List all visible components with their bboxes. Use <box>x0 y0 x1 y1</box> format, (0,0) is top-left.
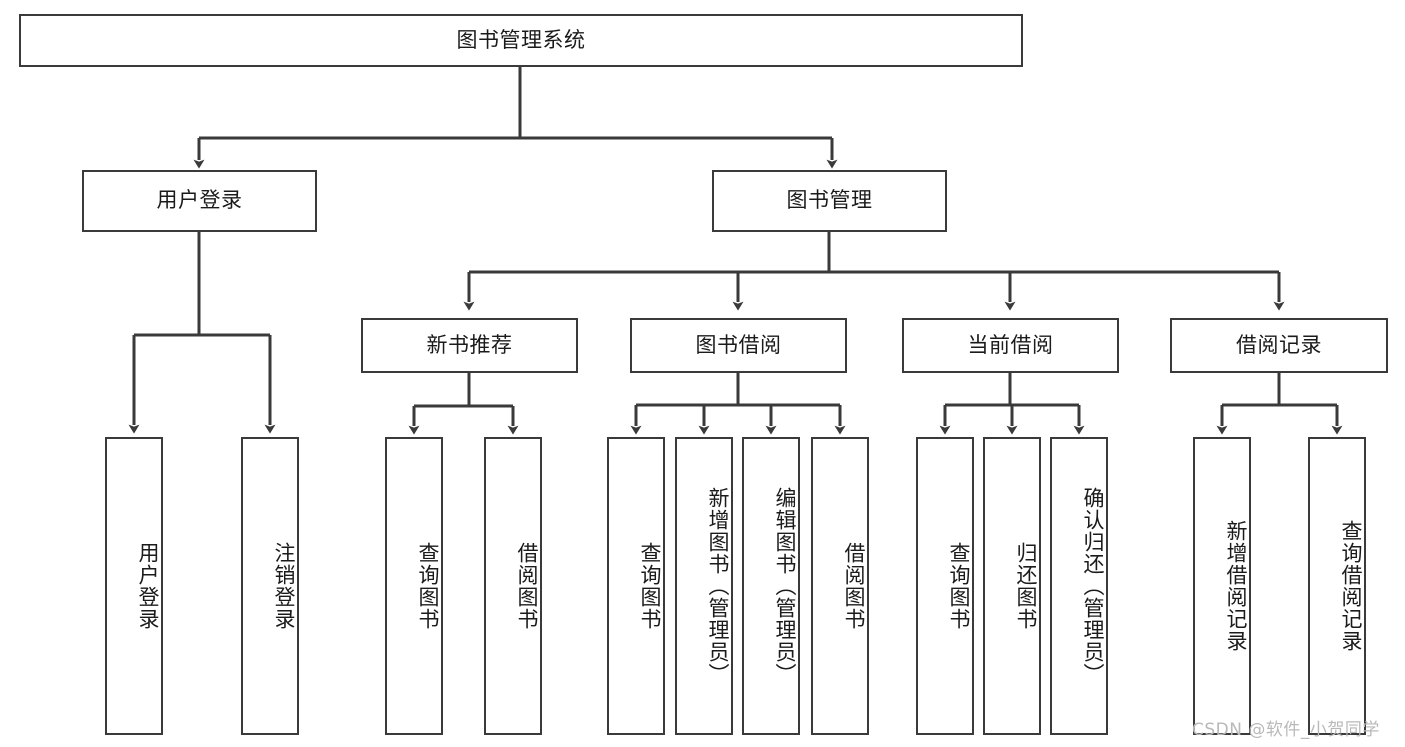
node-label: 借阅记录 <box>1236 332 1322 357</box>
node-current-borrow[interactable]: 当前借阅 <box>902 318 1119 373</box>
node-label: 借阅图书 <box>842 542 866 630</box>
node-label: 用户登录 <box>156 188 243 213</box>
node-borrow-record[interactable]: 借阅记录 <box>1170 318 1388 373</box>
node-label: 查询图书 <box>947 542 971 630</box>
node-label: 查询借阅记录 <box>1339 520 1363 652</box>
csdn-watermark: CSDN @软件_小贺同学 <box>1192 720 1380 740</box>
node-label: 查询图书 <box>416 542 440 630</box>
node-root-book-management-system[interactable]: 图书管理系统 <box>19 14 1023 67</box>
node-label: 图书管理系统 <box>456 27 586 52</box>
leaf-current-borrow-confirm-return-admin[interactable]: 确认归还（管理员） <box>1050 437 1108 735</box>
node-new-book-recommend[interactable]: 新书推荐 <box>361 318 578 373</box>
node-label: 用户登录 <box>136 542 160 630</box>
node-label: 编辑图书（管理员） <box>773 487 797 685</box>
node-label: 借阅图书 <box>515 542 539 630</box>
leaf-book-borrow-borrow-book[interactable]: 借阅图书 <box>811 437 869 735</box>
node-label: 查询图书 <box>638 542 662 630</box>
leaf-book-borrow-edit-book-admin[interactable]: 编辑图书（管理员） <box>742 437 800 735</box>
node-label: 确认归还（管理员） <box>1081 487 1105 685</box>
leaf-borrow-record-add-record[interactable]: 新增借阅记录 <box>1193 437 1251 735</box>
node-book-borrow[interactable]: 图书借阅 <box>630 318 847 373</box>
leaf-new-book-query-book[interactable]: 查询图书 <box>385 437 443 735</box>
node-label: 图书借阅 <box>695 332 782 357</box>
node-label: 当前借阅 <box>967 332 1054 357</box>
leaf-current-borrow-query-book[interactable]: 查询图书 <box>916 437 974 735</box>
leaf-book-borrow-add-book-admin[interactable]: 新增图书（管理员） <box>675 437 733 735</box>
leaf-new-book-borrow-book[interactable]: 借阅图书 <box>484 437 542 735</box>
node-label: 新增借阅记录 <box>1224 520 1248 652</box>
leaf-user-login-logout[interactable]: 注销登录 <box>241 437 299 735</box>
node-book-management[interactable]: 图书管理 <box>712 170 947 232</box>
node-user-login[interactable]: 用户登录 <box>82 170 317 232</box>
leaf-book-borrow-query-book[interactable]: 查询图书 <box>607 437 665 735</box>
leaf-borrow-record-query-record[interactable]: 查询借阅记录 <box>1308 437 1366 735</box>
leaf-current-borrow-return-book[interactable]: 归还图书 <box>983 437 1041 735</box>
node-label: 图书管理 <box>786 188 873 213</box>
leaf-user-login-login[interactable]: 用户登录 <box>105 437 163 735</box>
node-label: 新增图书（管理员） <box>706 487 730 685</box>
node-label: 新书推荐 <box>426 332 513 357</box>
node-label: 归还图书 <box>1014 542 1038 630</box>
node-label: 注销登录 <box>272 542 296 630</box>
